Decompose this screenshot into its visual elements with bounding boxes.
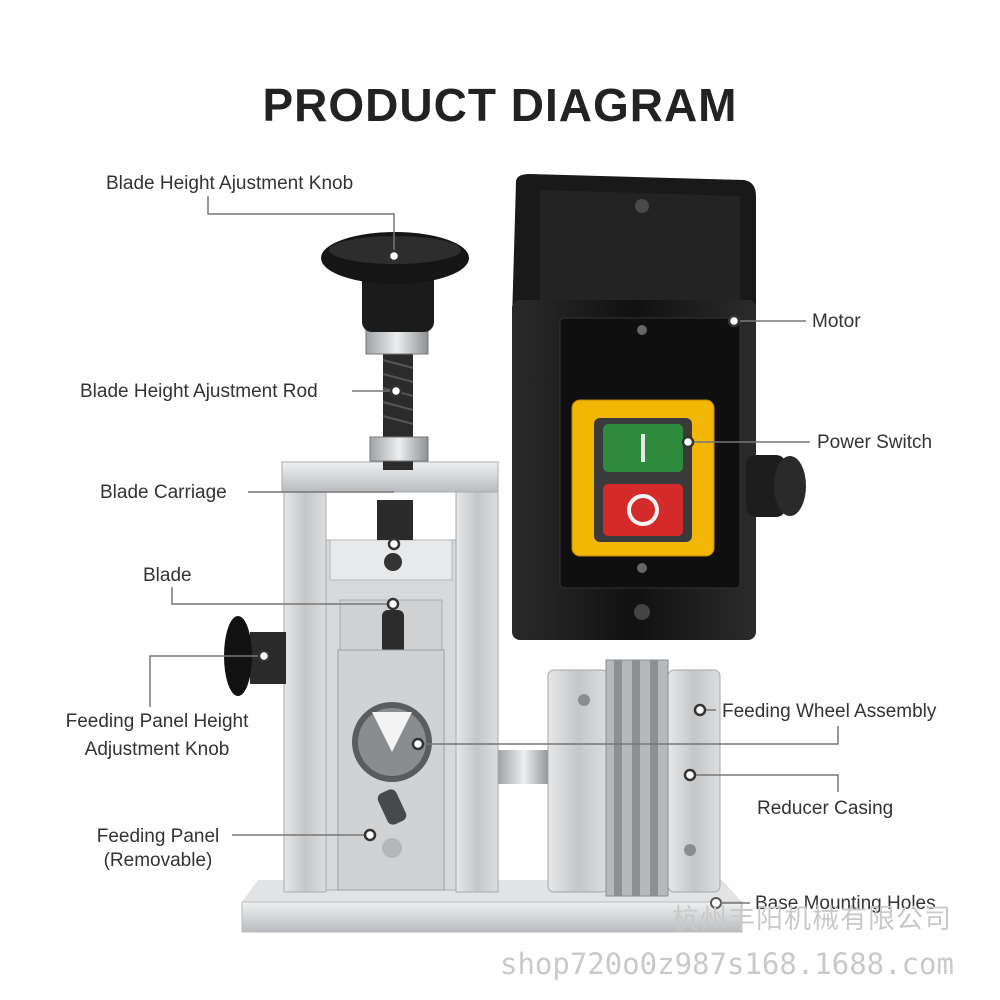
blade-frame (281, 461, 550, 893)
label-base-mounting-holes: Base Mounting Holes (755, 893, 936, 914)
label-blade-carriage: Blade Carriage (100, 482, 227, 503)
watermark-company: 杭州丰阳机械有限公司 (672, 904, 952, 935)
lower-nut (369, 436, 429, 462)
diagram-title: PRODUCT DIAGRAM (262, 79, 738, 131)
label-feeding-panel-line2: (Removable) (103, 849, 213, 871)
label-power-switch: Power Switch (817, 432, 933, 453)
label-blade-height-knob: Blade Height Ajustment Knob (106, 173, 354, 194)
upper-nut (365, 329, 429, 355)
label-feeding-wheel-assembly: Feeding Wheel Assembly (722, 701, 937, 722)
blade (382, 610, 404, 654)
label-feeding-panel-knob: Feeding Panel Height Adjustment Knob (54, 710, 260, 762)
label-feeding-panel-line1: Feeding Panel (96, 826, 220, 847)
label-feeding-panel-knob-line1: Feeding Panel Height (65, 711, 249, 732)
label-feeding-panel: Feeding Panel (Removable) (86, 825, 230, 873)
label-feeding-panel-knob-line2: Adjustment Knob (84, 738, 230, 760)
callout-lines (149, 196, 839, 904)
label-blade: Blade (143, 565, 192, 586)
stop-button (603, 484, 683, 536)
label-reducer-casing: Reducer Casing (757, 798, 894, 819)
power-switch (571, 399, 715, 557)
label-motor: Motor (812, 311, 861, 332)
reducer-and-wheels (547, 659, 721, 897)
callout-markers (257, 249, 741, 842)
label-blade-height-rod: Blade Height Ajustment Rod (80, 381, 318, 402)
watermark-url: shop720o0z987s168.1688.com (500, 947, 954, 981)
